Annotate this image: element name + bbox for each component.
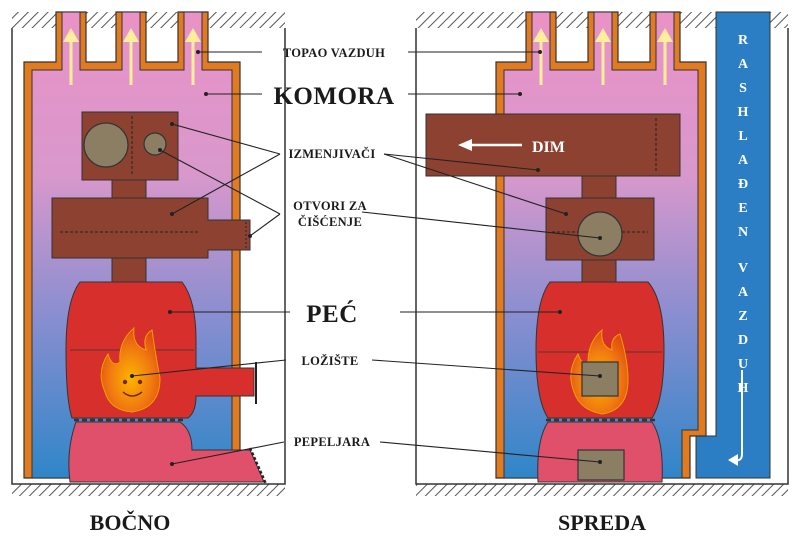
label-cleaning-openings-line1: OTVORI ZA bbox=[293, 199, 367, 213]
front-floor bbox=[416, 484, 788, 496]
duct-letter: V bbox=[738, 261, 748, 276]
side-outer-wall bbox=[11, 28, 286, 485]
cold-air-duct bbox=[695, 11, 771, 479]
duct-letter: A bbox=[738, 153, 749, 168]
front-warm-air-arrows bbox=[533, 28, 673, 85]
duct-letter: H bbox=[738, 381, 749, 396]
caption-side-view: BOČNO bbox=[90, 510, 171, 535]
side-view bbox=[11, 11, 286, 496]
smoke-arrow-icon bbox=[458, 139, 522, 151]
smoke-label: DIM bbox=[532, 139, 565, 156]
duct-letter: Z bbox=[738, 309, 747, 324]
cold-air-vertical-label: R A S H L A Đ E N V A Z D U H bbox=[738, 33, 749, 396]
side-middle-exchanger bbox=[51, 197, 251, 259]
duct-letter: E bbox=[738, 201, 747, 216]
label-stove: PEĆ bbox=[306, 300, 358, 328]
label-ash-drawer: PEPELJARA bbox=[294, 435, 370, 449]
label-chamber: KOMORA bbox=[273, 83, 394, 110]
duct-letter: H bbox=[738, 105, 749, 120]
duct-letter: R bbox=[738, 33, 749, 48]
duct-letter: N bbox=[738, 225, 748, 240]
duct-letter: A bbox=[738, 285, 749, 300]
side-fire-icon bbox=[100, 326, 161, 413]
cold-air-arrow-icon bbox=[728, 370, 743, 466]
label-cleaning-openings-line2: ČIŠĆENJE bbox=[298, 215, 362, 229]
label-warm-air: TOPAO VAZDUH bbox=[283, 46, 385, 60]
caption-front-view: SPREDA bbox=[558, 510, 646, 535]
ash-drawer-door bbox=[577, 449, 625, 481]
duct-letter: Đ bbox=[738, 177, 748, 192]
label-firebox: LOŽIŠTE bbox=[302, 354, 359, 368]
side-cleaning-opening-large bbox=[83, 122, 129, 168]
pointer-lines bbox=[130, 50, 602, 466]
label-exchangers: IZMENJIVAČI bbox=[288, 147, 375, 161]
duct-letter: S bbox=[739, 81, 747, 96]
front-view: DIM R A S H L A bbox=[415, 11, 789, 496]
side-warm-air-arrows bbox=[63, 28, 201, 85]
duct-letter: U bbox=[738, 357, 748, 372]
duct-letter: L bbox=[738, 129, 747, 144]
firebox-door bbox=[581, 361, 619, 397]
labels: TOPAO VAZDUH KOMORA IZMENJIVAČI OTVORI Z… bbox=[90, 46, 646, 535]
side-ceiling bbox=[12, 12, 285, 28]
duct-letter: D bbox=[738, 333, 748, 348]
front-cleaning-opening bbox=[577, 211, 623, 257]
side-floor bbox=[12, 484, 285, 496]
duct-letter: A bbox=[738, 57, 749, 72]
